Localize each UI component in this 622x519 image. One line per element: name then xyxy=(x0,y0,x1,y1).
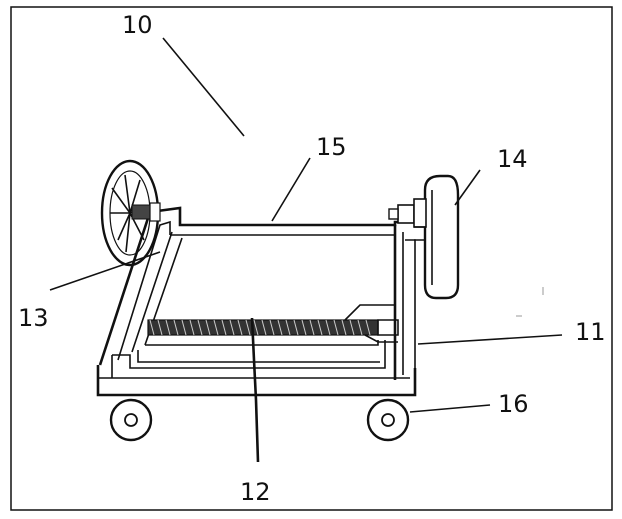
label-13: 13 xyxy=(18,304,49,332)
caster-right xyxy=(366,398,410,442)
leader-13 xyxy=(49,251,161,291)
leader-10 xyxy=(162,37,245,137)
label-11: 11 xyxy=(575,318,606,346)
motor-wheel xyxy=(388,174,460,300)
label-12: 12 xyxy=(240,478,271,506)
side-handwheel xyxy=(100,159,161,267)
figure-border xyxy=(10,6,613,511)
label-16: 16 xyxy=(498,390,529,418)
caster-left xyxy=(109,398,153,442)
label-10: 10 xyxy=(122,11,153,39)
leader-16 xyxy=(409,404,491,413)
label-15: 15 xyxy=(316,133,347,161)
leader-15 xyxy=(271,157,311,222)
screw-rod xyxy=(147,304,399,343)
cart-frame xyxy=(96,206,417,397)
leader-lines xyxy=(49,37,563,463)
label-14: 14 xyxy=(497,145,528,173)
leader-14 xyxy=(454,169,481,206)
leader-11 xyxy=(417,334,563,345)
leader-12 xyxy=(250,317,260,463)
